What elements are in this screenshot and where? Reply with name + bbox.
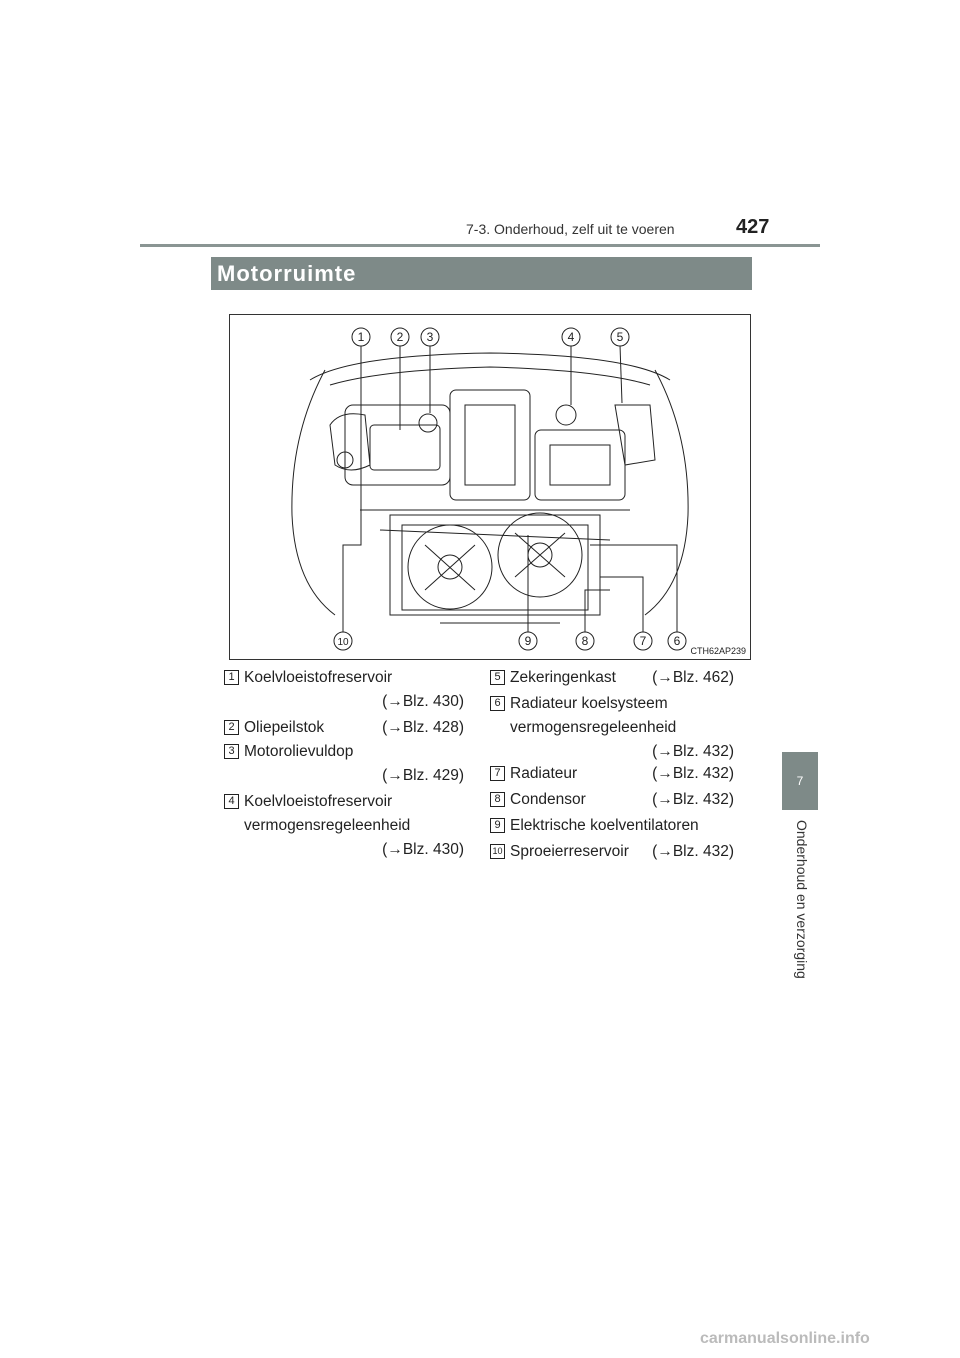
svg-text:4: 4	[568, 330, 575, 344]
chapter-tab: 7	[782, 752, 818, 810]
legend-number: 3	[224, 744, 239, 759]
callout-5: 5	[610, 327, 630, 347]
legend-number: 4	[224, 794, 239, 809]
callout-2: 2	[390, 327, 410, 347]
engine-bay-figure: 1 2 3 4 5 10 9 8 7 6 CTH62AP239	[229, 314, 751, 660]
section-title: Motorruimte	[217, 261, 357, 286]
legend-item-1: 1 Koelvloeistofreservoir (→Blz. 430)	[224, 666, 464, 714]
callout-3: 3	[420, 327, 440, 347]
legend-number: 2	[224, 720, 239, 735]
legend-number: 5	[490, 670, 505, 685]
chapter-label: Onderhoud en verzorging	[794, 820, 810, 979]
page-number: 427	[736, 216, 770, 238]
engine-bay-illustration: 1 2 3 4 5 10 9 8 7 6	[291, 327, 689, 651]
legend-reference: (→Blz. 429)	[382, 767, 464, 784]
svg-text:2: 2	[397, 330, 404, 344]
watermark: carmanualsonline.info	[700, 1330, 870, 1347]
legend-number: 1	[224, 670, 239, 685]
legend-label: Zekeringenkast	[510, 669, 616, 686]
legend-item-6: 6 Radiateur koelsysteem vermogensregelee…	[490, 692, 734, 764]
header-divider	[140, 244, 820, 247]
legend-reference: (→Blz. 432)	[652, 765, 734, 782]
svg-text:6: 6	[674, 634, 681, 648]
legend-reference: (→Blz. 432)	[652, 743, 734, 760]
svg-text:9: 9	[525, 634, 532, 648]
legend-item-3: 3 Motorolievuldop (→Blz. 429)	[224, 740, 464, 788]
svg-text:5: 5	[617, 330, 624, 344]
legend-item-2: 2 Oliepeilstok (→Blz. 428)	[224, 716, 464, 740]
legend-item-9: 9 Elektrische koelventilatoren	[490, 814, 734, 838]
legend-label-line2: vermogensregeleenheid	[510, 719, 677, 736]
callout-4: 4	[561, 327, 581, 347]
legend-number: 8	[490, 792, 505, 807]
legend-item-10: 10 Sproeierreservoir (→Blz. 432)	[490, 840, 734, 864]
legend-item-7: 7 Radiateur (→Blz. 432)	[490, 762, 734, 786]
legend-number: 10	[490, 844, 505, 859]
svg-text:3: 3	[427, 330, 434, 344]
callout-10: 10	[333, 631, 353, 651]
legend-number: 7	[490, 766, 505, 781]
callout-1: 1	[351, 327, 371, 347]
legend-reference: (→Blz. 430)	[382, 693, 464, 710]
callout-6: 6	[667, 631, 687, 651]
legend-label: Koelvloeistofreservoir	[244, 793, 393, 810]
legend-reference: (→Blz. 432)	[652, 843, 734, 860]
svg-text:8: 8	[582, 634, 589, 648]
legend-number: 6	[490, 696, 505, 711]
callout-9: 9	[518, 631, 538, 651]
legend-label: Oliepeilstok	[244, 719, 325, 736]
legend-label: Radiateur	[510, 765, 578, 782]
section-banner: Motorruimte	[211, 257, 752, 290]
svg-text:10: 10	[337, 637, 349, 648]
legend-item-8: 8 Condensor (→Blz. 432)	[490, 788, 734, 812]
callout-8: 8	[575, 631, 595, 651]
legend-reference: (→Blz. 462)	[652, 669, 734, 686]
callout-7: 7	[633, 631, 653, 651]
legend-label: Motorolievuldop	[244, 743, 354, 760]
legend-label: Radiateur koelsysteem	[510, 695, 668, 712]
svg-text:1: 1	[358, 330, 365, 344]
legend-label-line2: vermogensregeleenheid	[244, 817, 411, 834]
legend-number: 9	[490, 818, 505, 833]
legend-item-4: 4 Koelvloeistofreservoir vermogensregele…	[224, 790, 464, 862]
legend-label: Koelvloeistofreservoir	[244, 669, 393, 686]
legend-label: Elektrische koelventilatoren	[510, 817, 699, 834]
legend-reference: (→Blz. 432)	[652, 791, 734, 808]
figure-code: CTH62AP239	[690, 646, 746, 656]
legend-reference: (→Blz. 428)	[382, 719, 464, 736]
legend-label: Condensor	[510, 791, 586, 808]
svg-text:7: 7	[640, 634, 647, 648]
legend-label: Sproeierreservoir	[510, 843, 629, 860]
legend-reference: (→Blz. 430)	[382, 841, 464, 858]
legend-item-5: 5 Zekeringenkast (→Blz. 462)	[490, 666, 734, 690]
header-section-title: 7-3. Onderhoud, zelf uit te voeren	[466, 221, 675, 237]
